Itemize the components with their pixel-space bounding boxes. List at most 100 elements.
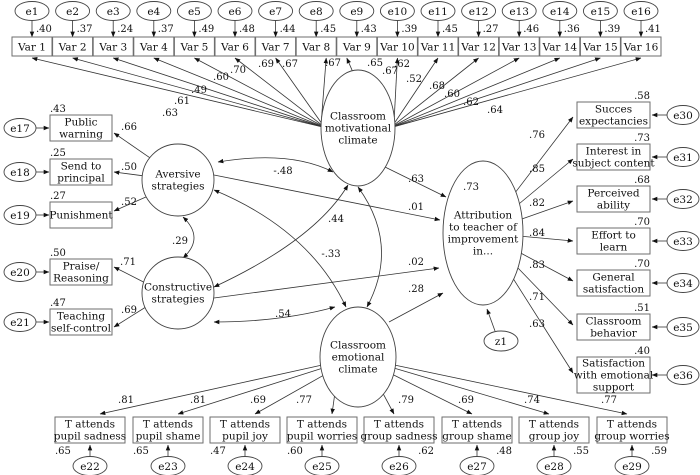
latent-label-attribution: Attribution xyxy=(453,210,513,222)
loading-path xyxy=(113,196,147,212)
loading-label: .69 xyxy=(458,395,474,406)
indicator-label: with emotional xyxy=(574,370,654,382)
indicator-box xyxy=(92,36,134,57)
indicator-box xyxy=(498,36,540,57)
indicator-box xyxy=(518,416,590,444)
loading-path xyxy=(522,200,574,220)
loading-label: .63 xyxy=(529,319,545,330)
loading-path xyxy=(517,267,574,326)
r-squared-label: .44 xyxy=(280,24,296,35)
covariance-aversive-constructive xyxy=(182,216,195,259)
latent-label-constructive: Constructive xyxy=(144,282,212,294)
covariance-label: .44 xyxy=(328,214,344,225)
r-squared-label: .73 xyxy=(634,133,650,144)
indicator-box xyxy=(596,416,668,444)
r-squared-label: .48 xyxy=(239,24,255,35)
indicator-label: T attends xyxy=(65,419,115,431)
indicator-box xyxy=(49,308,113,336)
indicator-label: behavior xyxy=(590,328,638,340)
r-squared-label: .55 xyxy=(573,446,589,457)
indicator-box xyxy=(209,416,281,444)
error-label: e6 xyxy=(229,6,242,18)
error-label: e13 xyxy=(509,6,529,18)
indicator-label: T attends xyxy=(297,419,347,431)
error-label: e33 xyxy=(673,236,693,248)
error-term-e31 xyxy=(666,147,700,167)
loading-path xyxy=(394,57,439,123)
loading-path xyxy=(177,368,322,415)
loading-path xyxy=(521,253,574,282)
loading-label: .62 xyxy=(394,59,410,70)
indicator-label: Var 14 xyxy=(541,42,577,54)
loading-label: .60 xyxy=(213,72,229,83)
indicator-label: ability xyxy=(597,200,630,212)
error-term-e14 xyxy=(542,1,578,21)
indicator-box xyxy=(576,227,651,255)
loading-path xyxy=(394,57,601,127)
path-label: .63 xyxy=(408,174,424,185)
disturbance-arrow xyxy=(486,308,496,332)
error-label: e30 xyxy=(673,110,693,122)
loading-path xyxy=(383,393,395,415)
r-squared-label: .40 xyxy=(634,346,650,357)
indicator-box xyxy=(132,416,204,444)
error-term-e9 xyxy=(339,1,375,21)
indicator-label: warning xyxy=(59,129,103,141)
covariance-constructive-motivational xyxy=(213,184,349,288)
indicator-box xyxy=(417,36,459,57)
error-label: e10 xyxy=(388,6,408,18)
covariance-constructive-emotional xyxy=(213,306,336,325)
loading-label: .74 xyxy=(524,395,540,406)
r-squared-label: .65 xyxy=(55,446,71,457)
covariance-label: .54 xyxy=(275,309,291,320)
loading-path xyxy=(394,57,561,127)
error-label: e34 xyxy=(673,278,693,290)
loading-label: .69 xyxy=(121,305,137,316)
path-aversive-attribution xyxy=(213,174,441,222)
loading-path xyxy=(194,57,322,126)
indicator-label: T attends xyxy=(143,419,193,431)
r-squared-label: .39 xyxy=(401,24,417,35)
error-label: e12 xyxy=(469,6,489,18)
indicator-box xyxy=(49,258,113,286)
loading-path xyxy=(394,57,520,126)
indicator-box xyxy=(376,36,418,57)
r-squared-label: .37 xyxy=(158,24,174,35)
path-label: .28 xyxy=(408,284,424,295)
indicator-label: T attends xyxy=(452,419,502,431)
indicator-label: Var 4 xyxy=(139,42,168,54)
indicator-label: Var 1 xyxy=(17,42,46,54)
indicator-label: Var 3 xyxy=(98,42,127,54)
latent-label-attribution: in... xyxy=(473,246,493,258)
latent-label-motivational: motivational xyxy=(325,123,392,135)
indicator-box xyxy=(576,185,651,213)
error-term-e17 xyxy=(3,118,37,138)
covariance-aversive-motivational xyxy=(217,157,334,173)
error-label: e9 xyxy=(350,6,363,18)
loading-path xyxy=(395,364,628,416)
indicator-label: Interest in xyxy=(586,146,642,158)
r-squared-label: .37 xyxy=(77,24,93,35)
error-term-e23 xyxy=(150,456,186,475)
paths-layer xyxy=(29,21,667,456)
latent-emotional xyxy=(319,306,397,408)
error-label: e32 xyxy=(673,194,693,206)
indicator-label: T attends xyxy=(607,419,657,431)
loading-label: .65 xyxy=(367,58,383,69)
latent-label-aversive: Aversive xyxy=(154,169,200,181)
latent-attribution xyxy=(442,160,524,306)
indicator-label: Succes xyxy=(595,104,632,116)
latent-label-motivational: Classroom xyxy=(330,111,386,123)
r-squared-label: .45 xyxy=(320,24,336,35)
error-term-e8 xyxy=(298,1,334,21)
loading-path xyxy=(515,116,574,193)
indicator-box xyxy=(49,114,113,142)
error-label: e14 xyxy=(550,6,570,18)
indicator-box xyxy=(576,143,651,171)
indicator-box xyxy=(133,36,175,57)
latent-label-constructive: strategies xyxy=(151,294,204,306)
latent-aversive xyxy=(141,143,215,217)
loading-path xyxy=(31,57,322,128)
